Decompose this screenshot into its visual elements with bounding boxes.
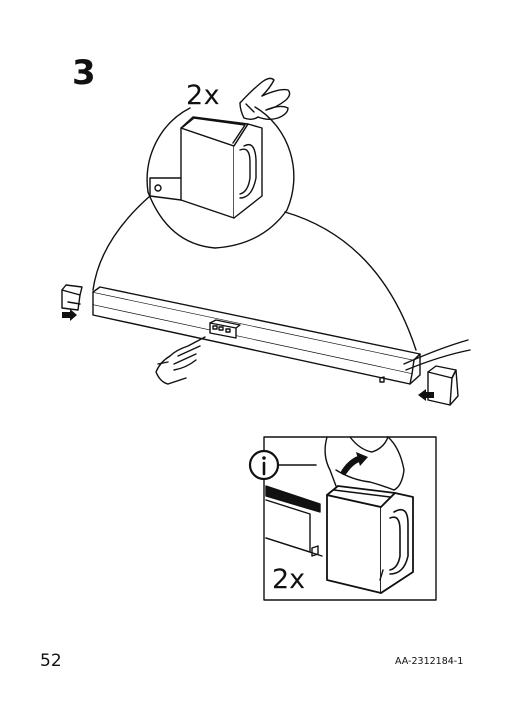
left-end-cap	[61, 284, 83, 311]
hand-top	[239, 77, 291, 120]
info-panel	[248, 436, 437, 601]
hand-bar	[155, 336, 206, 385]
shelf-bar	[92, 286, 421, 385]
right-end-cap	[403, 339, 471, 406]
document-code: AA-2312184-1	[395, 656, 464, 667]
quantity-label-info: 2x	[272, 564, 306, 595]
bracket-closeup	[149, 116, 263, 219]
quantity-label-top: 2x	[186, 80, 221, 111]
step-number: 3	[72, 53, 96, 93]
page-number: 52	[40, 651, 62, 671]
info-icon	[248, 449, 317, 481]
magnified-callout	[92, 106, 417, 351]
push-arrow-left	[62, 309, 77, 321]
push-arrow-right	[418, 389, 434, 401]
